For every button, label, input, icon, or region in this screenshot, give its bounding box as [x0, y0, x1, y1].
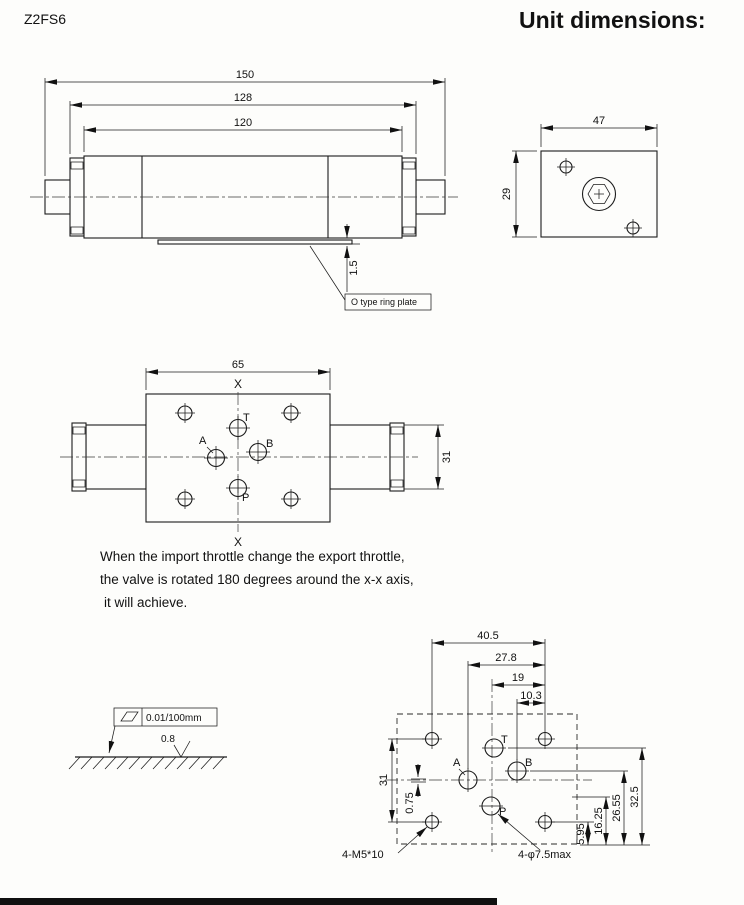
dim-0-75-label: 0.75: [404, 792, 416, 813]
mounting-pattern: T A B P 40.5 27.8 19 10.3 31 0.75 5.95 1…: [342, 630, 650, 861]
dim-65-label: 65: [232, 359, 244, 371]
plate-leader: [309, 245, 346, 301]
dim-128-label: 128: [234, 92, 252, 104]
port-a-leader: [458, 768, 466, 776]
side-view: 150 128 120 1.5 O type ring plate: [30, 69, 458, 311]
cap-groove: [390, 479, 404, 488]
port-center-marks: [467, 747, 529, 807]
port-b-label: B: [266, 438, 273, 450]
dim-26-55-label: 26.55: [611, 794, 623, 822]
dim-29-label: 29: [501, 188, 513, 200]
dim-1-5-label: 1.5: [348, 260, 360, 275]
tolerance-leader: [108, 725, 116, 754]
footer-bar: [0, 898, 497, 905]
dim-31-label: 31: [378, 774, 390, 786]
surface-hatching: [68, 756, 225, 770]
port-b-label: B: [525, 757, 532, 769]
flatness-symbol: [120, 711, 139, 722]
cap-groove: [402, 161, 416, 170]
top-extension-lines: [145, 368, 444, 490]
port-p-label: P: [499, 806, 506, 818]
hex-socket: [587, 184, 611, 204]
tolerance-value: 0.01/100mm: [146, 713, 202, 724]
plate-label-box: [344, 293, 432, 311]
dim-47-label: 47: [593, 115, 605, 127]
cap-groove: [390, 426, 404, 435]
end-extension-lines: [512, 124, 658, 238]
port-p-label: P: [242, 492, 249, 504]
top-view: T A B P 65 31 X X: [60, 359, 453, 549]
hole-leader: [497, 813, 541, 851]
cap-groove: [72, 479, 86, 488]
port-t-label: T: [243, 412, 250, 424]
dim-31-label: 31: [441, 451, 453, 463]
cap-groove: [402, 226, 416, 235]
cap-groove: [70, 226, 84, 235]
bolt-hole-cross: [557, 158, 575, 176]
tolerance-frame: [113, 707, 218, 727]
dim-19-label: 19: [512, 672, 524, 684]
bolt-hole-cross: [624, 219, 642, 237]
page-title: Unit dimensions:: [519, 7, 706, 33]
bolt-hole-crosses: [175, 403, 301, 509]
dim-120-label: 120: [234, 117, 252, 129]
x-axis-label-bottom: X: [234, 535, 242, 549]
thread-callout-label: 4-M5*10: [342, 849, 384, 861]
dim-0-75-ticks: [411, 778, 426, 783]
roughness-value: 0.8: [161, 734, 175, 745]
end-view: 47 29: [501, 115, 658, 238]
mounting-right-extension-lines: [508, 747, 650, 846]
ring-plate: [157, 239, 353, 245]
header: Z2FS6 Unit dimensions:: [24, 7, 706, 33]
dim-32-5-label: 32.5: [629, 786, 641, 807]
dim-5-95-label: 5.95: [575, 823, 587, 844]
dim-27-8-label: 27.8: [495, 652, 516, 664]
center-bore: [581, 176, 617, 212]
bolt-hole-crosses: [422, 729, 555, 832]
valve-outline-dashed: [396, 713, 578, 845]
port-t-label: T: [501, 734, 508, 746]
side-extension-lines: [44, 78, 446, 176]
thread-leader: [397, 826, 428, 854]
dim-10-3-label: 10.3: [520, 690, 541, 702]
note-text: When the import throttle change the expo…: [100, 549, 414, 610]
mounting-top-extension-lines: [431, 639, 546, 769]
flatness-callout: 0.01/100mm 0.8: [68, 707, 227, 770]
dim-150-label: 150: [236, 69, 254, 81]
port-center-marks: [204, 416, 270, 500]
port-a-label: A: [453, 757, 461, 769]
model-code: Z2FS6: [24, 11, 66, 27]
cap-groove: [70, 161, 84, 170]
port-a-label: A: [199, 435, 207, 447]
center-bore-cross: [594, 189, 604, 199]
plate-label: O type ring plate: [351, 297, 417, 307]
note-line-1: When the import throttle change the expo…: [100, 549, 405, 564]
dim-40-5-label: 40.5: [477, 630, 498, 642]
port-a-leader: [206, 446, 214, 454]
cap-groove: [72, 426, 86, 435]
hole-callout-label: 4-φ7.5max: [518, 849, 571, 861]
note-line-3: it will achieve.: [104, 595, 187, 610]
roughness-symbol: [173, 740, 191, 758]
x-axis-label-top: X: [234, 377, 242, 391]
dim-16-25-label: 16.25: [593, 807, 605, 835]
note-line-2: the valve is rotated 180 degrees around …: [100, 572, 414, 587]
